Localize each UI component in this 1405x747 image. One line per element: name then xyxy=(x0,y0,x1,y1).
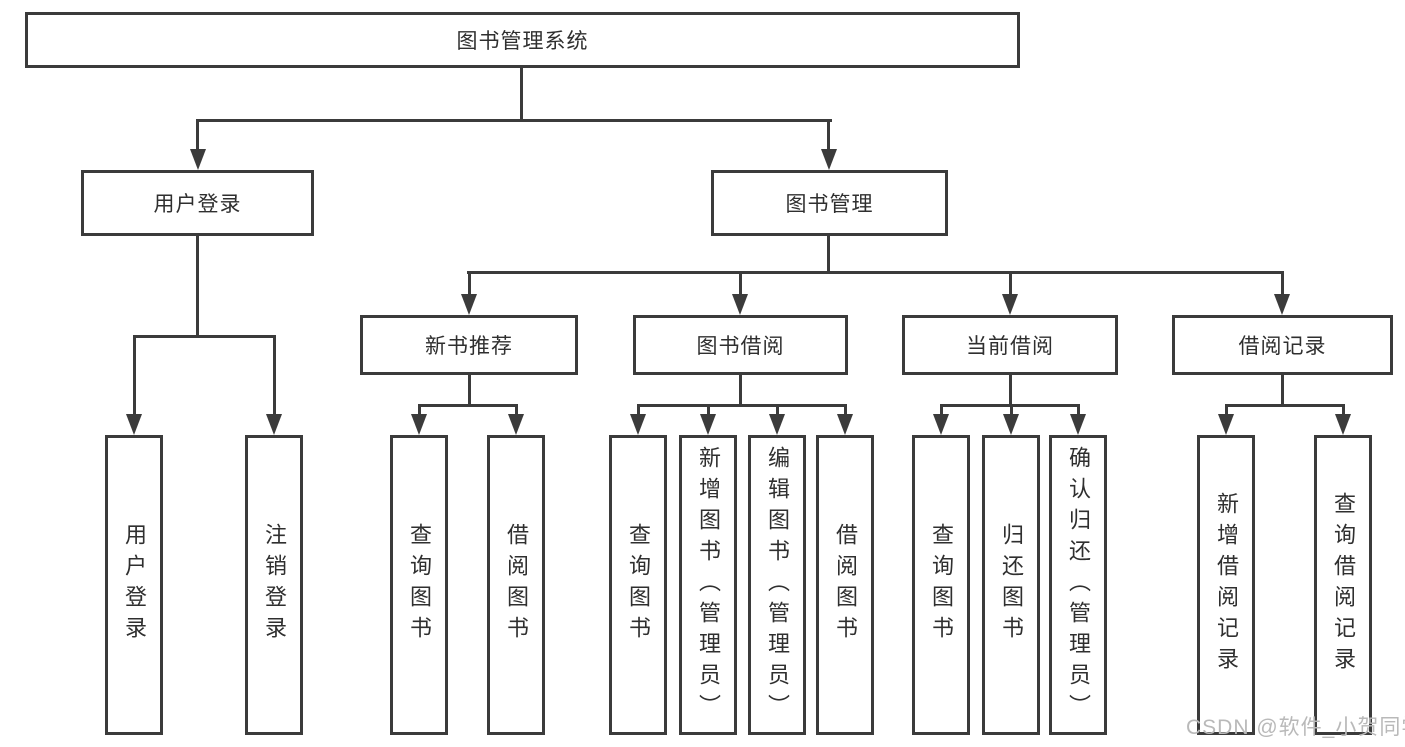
connector-line xyxy=(739,271,742,296)
arrow-down-icon xyxy=(508,414,524,435)
node-book-borrowing: 图书借阅 xyxy=(633,315,848,375)
leaf-add-borrow-record: 新增借阅记录 xyxy=(1197,435,1255,735)
node-library-management-system: 图书管理系统 xyxy=(25,12,1020,68)
arrow-down-icon xyxy=(630,414,646,435)
connector-line xyxy=(1225,404,1345,407)
arrow-down-icon xyxy=(411,414,427,435)
leaf-logout: 注销登录 xyxy=(245,435,303,735)
arrow-down-icon xyxy=(1335,414,1351,435)
leaf-return-books: 归还图书 xyxy=(982,435,1040,735)
arrow-down-icon xyxy=(837,414,853,435)
connector-line xyxy=(940,404,943,416)
leaf-query-books: 查询图书 xyxy=(390,435,448,735)
arrow-down-icon xyxy=(700,414,716,435)
connector-line xyxy=(1281,271,1284,296)
connector-line xyxy=(827,236,830,273)
connector-line xyxy=(1077,404,1080,416)
connector-line xyxy=(273,335,276,416)
connector-line xyxy=(196,119,832,122)
node-user-login: 用户登录 xyxy=(81,170,314,236)
csdn-watermark: CSDN @软件_小贺同学 xyxy=(1186,716,1405,739)
connector-line xyxy=(739,375,742,406)
node-book-management: 图书管理 xyxy=(711,170,948,236)
connector-line xyxy=(637,404,847,407)
arrow-down-icon xyxy=(461,294,477,315)
arrow-down-icon xyxy=(1218,414,1234,435)
leaf-edit-books-admin: 编辑图书（管理员） xyxy=(748,435,806,735)
connector-line xyxy=(1225,404,1228,416)
leaf-borrow-books: 借阅图书 xyxy=(487,435,545,735)
connector-line xyxy=(827,119,830,152)
node-new-book-recommendation: 新书推荐 xyxy=(360,315,578,375)
connector-line xyxy=(468,375,471,406)
leaf-add-books-admin: 新增图书（管理员） xyxy=(679,435,737,735)
connector-line xyxy=(776,404,779,416)
arrow-down-icon xyxy=(933,414,949,435)
arrow-down-icon xyxy=(126,414,142,435)
arrow-down-icon xyxy=(1274,294,1290,315)
arrow-down-icon xyxy=(732,294,748,315)
connector-line xyxy=(1281,375,1284,406)
connector-line xyxy=(637,404,640,416)
connector-line xyxy=(133,335,276,338)
connector-line xyxy=(520,68,523,120)
arrow-down-icon xyxy=(190,149,206,170)
connector-line xyxy=(1010,404,1013,416)
connector-line xyxy=(196,119,199,152)
leaf-query-borrow-record: 查询借阅记录 xyxy=(1314,435,1372,735)
arrow-down-icon xyxy=(266,414,282,435)
connector-line xyxy=(133,335,136,416)
arrow-down-icon xyxy=(1070,414,1086,435)
connector-line xyxy=(1009,375,1012,406)
node-current-borrowing: 当前借阅 xyxy=(902,315,1118,375)
connector-line xyxy=(196,236,199,337)
connector-line xyxy=(515,404,518,416)
arrow-down-icon xyxy=(769,414,785,435)
leaf-query-books: 查询图书 xyxy=(912,435,970,735)
connector-line xyxy=(468,271,471,296)
connector-line xyxy=(1009,271,1012,296)
connector-line xyxy=(418,404,518,407)
connector-line xyxy=(418,404,421,416)
connector-line xyxy=(707,404,710,416)
leaf-confirm-return-admin: 确认归还（管理员） xyxy=(1049,435,1107,735)
leaf-query-books: 查询图书 xyxy=(609,435,667,735)
leaf-borrow-books: 借阅图书 xyxy=(816,435,874,735)
arrow-down-icon xyxy=(821,149,837,170)
leaf-user-login: 用户登录 xyxy=(105,435,163,735)
connector-line xyxy=(1342,404,1345,416)
arrow-down-icon xyxy=(1003,414,1019,435)
arrow-down-icon xyxy=(1002,294,1018,315)
connector-line xyxy=(844,404,847,416)
node-borrowing-records: 借阅记录 xyxy=(1172,315,1393,375)
connector-line xyxy=(467,271,1283,274)
